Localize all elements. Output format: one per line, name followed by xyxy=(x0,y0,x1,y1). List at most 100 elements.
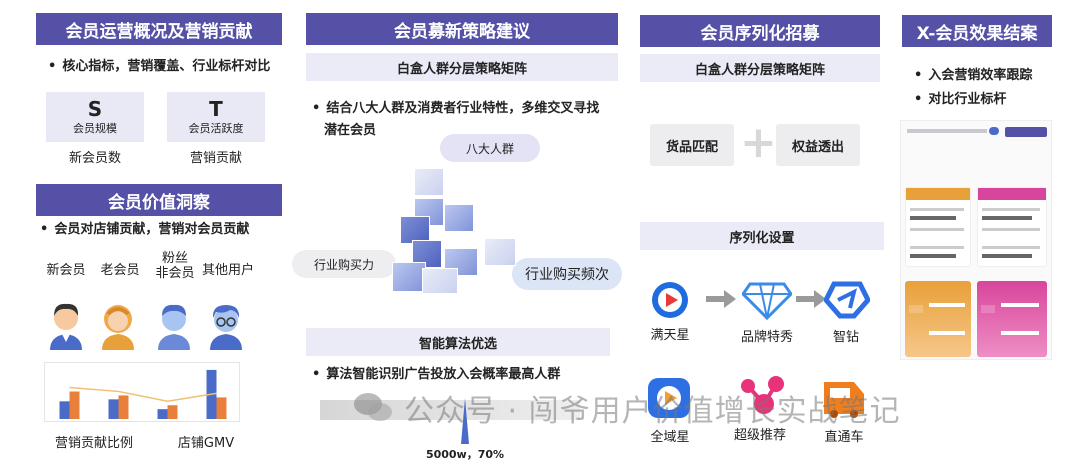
cube xyxy=(412,240,442,268)
card-header xyxy=(906,188,970,200)
contribution-bar-chart xyxy=(44,362,240,422)
box-letter: T xyxy=(209,97,223,121)
sub-header-serialized-setting: 序列化设置 xyxy=(640,222,884,250)
bar-blue-2 xyxy=(108,399,119,419)
bar-orange-1 xyxy=(69,391,80,419)
header-serialized-recruit: 会员序列化招募 xyxy=(640,15,880,47)
product-brand-show: 品牌特秀 xyxy=(740,330,793,345)
quanyuxing-icon xyxy=(648,378,690,418)
avatar-icon-fan xyxy=(158,304,190,350)
chart-label-gmv: 店铺GMV xyxy=(177,436,235,451)
bullet-core-metrics: •核心指标，营销覆盖、行业标杆对比 xyxy=(48,59,271,74)
card-header xyxy=(978,188,1046,200)
sub-header-whitebox-matrix-2: 白盒人群分层策略矩阵 xyxy=(640,54,880,82)
thumb-text-line xyxy=(910,246,964,249)
thumb-text-line xyxy=(1001,303,1039,307)
type-new-member: 新会员 xyxy=(46,263,86,278)
bullet-member-contribution: •会员对店铺贡献，营销对会员贡献 xyxy=(40,222,250,237)
bullet-efficiency: •入会营销效率跟踪 •对比行业标杆 xyxy=(914,68,1033,107)
product-mantianxing: 满天星 xyxy=(650,328,690,343)
thumb-text-line xyxy=(910,208,964,211)
cube xyxy=(400,216,430,244)
cube xyxy=(444,204,474,232)
thumb-text-line xyxy=(929,303,965,307)
diamond-icon xyxy=(742,282,792,320)
thumb-text-line xyxy=(982,208,1040,211)
chart-label-marketing: 营销贡献比例 xyxy=(54,436,133,451)
thumb-text-line xyxy=(982,216,1032,220)
pill-industry-purchasing-power: 行业购买力 xyxy=(292,250,396,278)
type-other-users: 其他用户 xyxy=(201,263,254,278)
box-label: 会员规模 xyxy=(73,122,117,135)
pill-eight-groups: 八大人群 xyxy=(440,134,540,162)
watermark-text: 公众号 · 闯爷用户价值增长实战笔记 xyxy=(404,394,901,429)
arrow-right-icon xyxy=(796,290,826,308)
bar-orange-4 xyxy=(216,397,227,419)
label-new-members: 新会员数 xyxy=(68,151,121,166)
bullet-text: 核心指标，营销覆盖、行业标杆对比 xyxy=(62,59,271,74)
avatar-icon-man xyxy=(50,303,82,350)
cube xyxy=(422,268,458,294)
product-through-train: 直通车 xyxy=(824,430,864,445)
thumb-card-orange xyxy=(905,187,971,267)
box-label: 会员活跃度 xyxy=(188,122,244,135)
avatar-icon-other xyxy=(210,305,242,350)
arrow-right-icon xyxy=(706,290,736,308)
bullet-text: 会员对店铺贡献，营销对会员贡献 xyxy=(54,222,250,237)
thumb-text-line xyxy=(982,228,1040,231)
cube xyxy=(414,168,444,196)
wechat-icon xyxy=(354,393,392,421)
product-quanyuxing: 全域星 xyxy=(650,430,690,445)
bullet-text-cont: 潜在会员 xyxy=(324,123,377,138)
bullet-text: 算法智能识别广告投放入会概率最高人群 xyxy=(326,367,561,382)
bar-blue-3 xyxy=(157,409,168,419)
plus-icon: + xyxy=(740,117,777,168)
box-product-match: 货品匹配 xyxy=(650,124,734,166)
metric-label: 5000w，70% xyxy=(425,448,505,461)
thumb-text-line xyxy=(929,331,965,335)
bar-orange-3 xyxy=(167,405,178,419)
bullet-text: 结合八大人群及消费者行业特性，多维交叉寻找 xyxy=(326,101,600,116)
avatar-icon-woman xyxy=(102,305,134,350)
bullet-algorithm: •算法智能识别广告投放入会概率最高人群 xyxy=(312,367,561,382)
thumb-text-line xyxy=(910,216,956,220)
header-x-member-result: X-会员效果结案 xyxy=(902,15,1052,47)
metric-box-t: T 会员活跃度 xyxy=(167,92,265,142)
metric-box-s: S 会员规模 xyxy=(46,92,144,142)
type-old-member: 老会员 xyxy=(100,263,140,278)
bar-orange-2 xyxy=(118,395,129,419)
bar-blue-1 xyxy=(59,401,70,419)
thumb-text-line xyxy=(982,246,1040,249)
thumb-text-line xyxy=(907,129,987,133)
thumb-card-pink-2 xyxy=(977,281,1047,357)
thumb-button xyxy=(1005,127,1047,137)
bullet-text: 入会营销效率跟踪 xyxy=(928,68,1033,83)
sub-header-smart-algorithm: 智能算法优选 xyxy=(306,328,610,356)
toggle-icon xyxy=(989,127,999,135)
header-recruit-strategy: 会员募新策略建议 xyxy=(306,13,618,45)
bullet-text: 对比行业标杆 xyxy=(928,92,1007,107)
thumb-tag xyxy=(909,305,923,313)
cube xyxy=(484,238,516,266)
thumb-text-line xyxy=(910,254,956,258)
thumb-text-line xyxy=(1001,331,1039,335)
thumb-text-line xyxy=(982,254,1032,258)
zhizuan-icon xyxy=(824,281,870,319)
peak-marker-icon xyxy=(461,398,469,444)
box-benefit-exposure: 权益透出 xyxy=(776,124,860,166)
header-member-value: 会员价值洞察 xyxy=(36,184,282,216)
thumb-tag xyxy=(981,305,995,313)
through-train-icon xyxy=(824,382,864,418)
bullet-eight-groups: •结合八大人群及消费者行业特性，多维交叉寻找 潜在会员 xyxy=(312,98,622,142)
thumb-card-orange-2 xyxy=(905,281,971,357)
trend-line xyxy=(69,386,217,403)
thumb-text-line xyxy=(910,228,964,231)
box-letter: S xyxy=(87,97,103,121)
product-super-recommend: 超级推荐 xyxy=(733,428,786,443)
sub-header-whitebox-matrix: 白盒人群分层策略矩阵 xyxy=(306,53,618,81)
pill-industry-purchase-frequency: 行业购买频次 xyxy=(512,258,622,290)
dashboard-thumbnail xyxy=(900,120,1052,360)
cube xyxy=(392,262,426,292)
type-fan-nonmember: 粉丝 非会员 xyxy=(155,251,195,281)
label-marketing-contribution: 营销贡献 xyxy=(189,151,242,166)
